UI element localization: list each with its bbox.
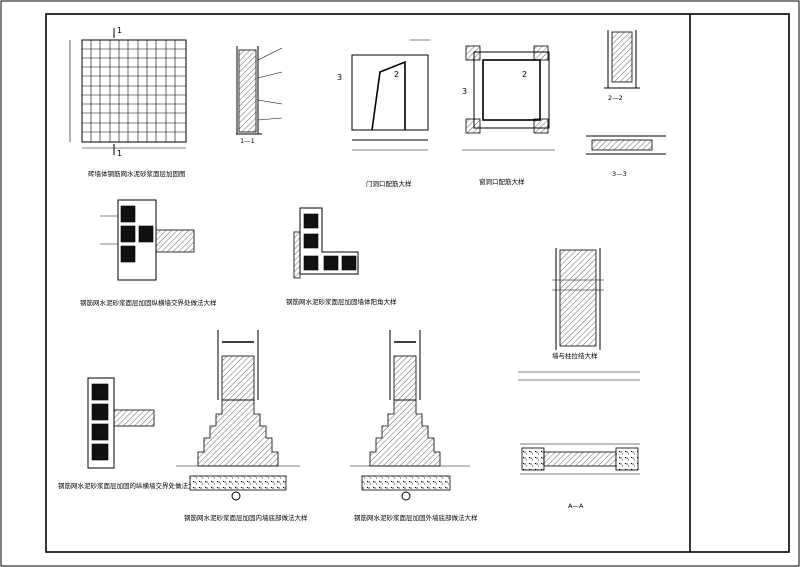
grid-mesh-detail: 1 1 砖墙体钢筋网水泥砂浆面层加固图 [69, 26, 187, 178]
corner-wall-detail: 钢筋网水泥砂浆面层加固墙体阳角大样 [286, 207, 397, 306]
section-1-1-detail: 1—1 [236, 46, 283, 145]
inner-foundation-caption: 钢筋网水泥砂浆面层加固内墙底部做法大样 [184, 513, 308, 522]
section-2-2-caption: 2—2 [608, 94, 623, 102]
door-opening-caption: 门洞口配筋大样 [366, 179, 412, 188]
door-opening-detail: 3 2 门洞口配筋大样 [337, 39, 430, 188]
window-opening-detail: 3 2 窗洞口配筋大样 [462, 45, 555, 186]
section-3-3-caption: 3—3 [612, 170, 627, 178]
cross-wall-caption: 钢筋网水泥砂浆面层加固纵横墙交界处做法大样 [80, 298, 217, 307]
section-a-a-caption: A—A [568, 502, 584, 510]
grid-mesh-caption: 砖墙体钢筋网水泥砂浆面层加固图 [88, 169, 186, 178]
window-label-3: 3 [462, 87, 467, 96]
section-1-1-caption: 1—1 [240, 137, 255, 145]
section-mark-1-bottom: 1 [117, 149, 122, 158]
door-label-3: 3 [337, 73, 342, 82]
inner-foundation-detail: 钢筋网水泥砂浆面层加固内墙底部做法大样 [176, 330, 308, 522]
section-mark-1-top: 1 [117, 26, 122, 35]
outer-foundation-detail: 钢筋网水泥砂浆面层加固外墙底部做法大样 [350, 330, 478, 522]
column-wall-caption: 墙与柱拉结大样 [552, 351, 598, 360]
window-opening-caption: 窗洞口配筋大样 [479, 177, 525, 186]
cross-wall-detail: 钢筋网水泥砂浆面层加固纵横墙交界处做法大样 [80, 199, 217, 307]
column-wall-detail: 墙与柱拉结大样 [518, 248, 640, 381]
wall-slab-caption: 钢筋网水泥砂浆面层加固的纵横墙交界处做法大样 [58, 481, 202, 490]
section-3-3-detail: 3—3 [586, 135, 666, 178]
corner-wall-caption: 钢筋网水泥砂浆面层加固墙体阳角大样 [286, 297, 397, 306]
grid-mesh-lines [69, 28, 187, 155]
door-label-2: 2 [394, 70, 399, 79]
section-2-2-detail: 2—2 [604, 30, 640, 102]
outer-foundation-caption: 钢筋网水泥砂浆面层加固外墙底部做法大样 [354, 513, 478, 522]
section-a-a-detail: A—A [520, 443, 640, 510]
window-label-2: 2 [522, 70, 527, 79]
wall-slab-detail: 钢筋网水泥砂浆面层加固的纵横墙交界处做法大样 [58, 377, 202, 490]
